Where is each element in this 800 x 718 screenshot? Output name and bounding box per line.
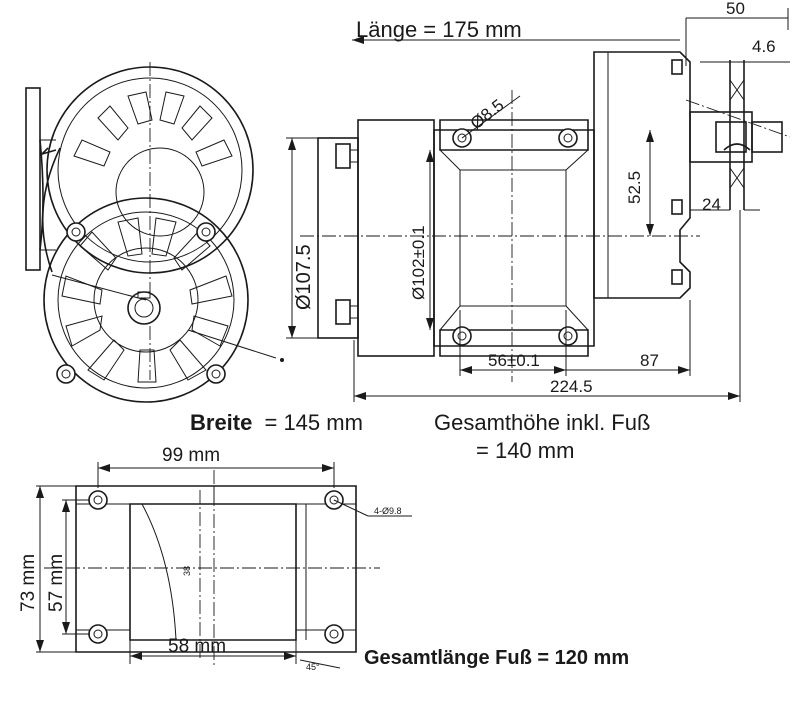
foot-chamfer-label: 45°	[306, 662, 320, 672]
foot-view	[36, 462, 412, 669]
output-shaft-side	[689, 111, 753, 163]
gesamtlaenge-fuss-label: Gesamtlänge Fuß = 120 mm	[364, 647, 629, 669]
front-view	[25, 62, 284, 403]
dim-50: 50	[726, 0, 745, 18]
dim-8-5: Ø8.5	[467, 95, 508, 133]
dim-102: Ø102±0.1	[409, 225, 428, 300]
dim-107-5: Ø107.5	[293, 244, 315, 310]
breite-value: = 145 mm	[264, 410, 362, 435]
housing-bolts	[56, 222, 226, 384]
dim-52-5: 52.5	[625, 171, 644, 204]
foot-dim-57: 57 mm	[46, 554, 67, 612]
upper-hub	[115, 147, 205, 237]
dim-4-6: 4.6	[752, 37, 776, 56]
foot-plate	[75, 485, 357, 653]
foot-dim-99: 99 mm	[162, 445, 220, 466]
flange-holes	[452, 128, 578, 346]
breite-word: Breite	[190, 410, 252, 435]
gesamthoehe-label-2: = 140 mm	[476, 438, 574, 463]
foot-dim-58: 58 mm	[168, 636, 226, 657]
breite-label: Breite = 145 mm	[190, 410, 363, 435]
dim-224-5: 224.5	[550, 377, 593, 396]
foot-center-body	[129, 503, 297, 641]
dim-24: 24	[702, 195, 721, 214]
foot-hole-label: 4-Ø9.8	[374, 506, 402, 516]
lower-housing	[43, 197, 249, 403]
upper-ribs	[73, 91, 233, 167]
foot-center-label: 38	[182, 566, 192, 576]
dim-87: 87	[640, 351, 659, 370]
gesamthoehe-label-1: Gesamthöhe inkl. Fuß	[434, 410, 650, 435]
chain-guard-arc	[41, 147, 61, 273]
mounting-bracket	[25, 87, 41, 271]
foot-dim-73: 73 mm	[18, 554, 39, 612]
foot-holes	[88, 490, 344, 644]
gearbox-flange	[433, 129, 595, 347]
side-view	[286, 8, 791, 402]
gear-housing	[593, 51, 691, 299]
dim-56: 56±0.1	[488, 351, 540, 370]
laenge-label: Länge = 175 mm	[356, 17, 522, 42]
